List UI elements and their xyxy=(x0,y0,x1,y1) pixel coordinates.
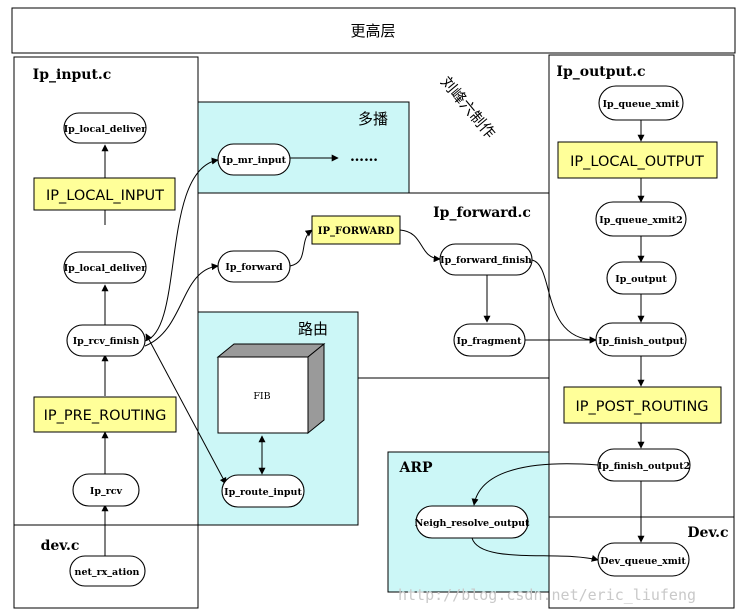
ip-input-label: Ip_input.c xyxy=(33,67,112,83)
svg-text:Ip_forward_finish: Ip_forward_finish xyxy=(440,255,532,266)
hook-ip-pre-routing: IP_PRE_ROUTING xyxy=(33,396,177,433)
routing-label: 路由 xyxy=(298,320,328,338)
node-ip-fragment: Ip_fragment xyxy=(453,323,526,357)
fib-label: FIB xyxy=(253,391,270,402)
ellipsis-label: …… xyxy=(350,149,378,165)
svg-text:Ip_local_deliver: Ip_local_deliver xyxy=(64,263,148,274)
svg-text:Ip_finish_output2: Ip_finish_output2 xyxy=(598,461,690,472)
svg-text:IP_LOCAL_INPUT: IP_LOCAL_INPUT xyxy=(46,188,164,204)
hook-ip-forward: IP_FORWARD xyxy=(311,215,401,245)
svg-text:IP_PRE_ROUTING: IP_PRE_ROUTING xyxy=(44,408,167,424)
node-ip-mr-input: Ip_mr_input xyxy=(217,143,291,176)
svg-text:Ip_route_input: Ip_route_input xyxy=(224,487,302,498)
svg-text:Ip_output: Ip_output xyxy=(615,274,667,285)
node-ip-queue-xmit: Ip_queue_xmit xyxy=(598,85,684,121)
dev-c-left-region xyxy=(13,524,199,609)
author-label: 刘峰六制作 xyxy=(437,73,499,142)
svg-text:IP_LOCAL_OUTPUT: IP_LOCAL_OUTPUT xyxy=(570,154,704,170)
svg-text:IP_POST_ROUTING: IP_POST_ROUTING xyxy=(575,399,708,415)
svg-text:Dev_queue_xmit: Dev_queue_xmit xyxy=(600,556,686,567)
svg-text:Ip_queue_xmit2: Ip_queue_xmit2 xyxy=(599,215,682,226)
svg-text:IP_FORWARD: IP_FORWARD xyxy=(318,226,395,237)
hook-ip-post-routing: IP_POST_ROUTING xyxy=(563,386,722,424)
node-ip-forward-finish: Ip_forward_finish xyxy=(439,243,533,276)
node-ip-local-deliver: Ip_local_deliver xyxy=(63,251,148,284)
higher-layer-label: 更高层 xyxy=(350,22,395,40)
node-ip-output: Ip_output xyxy=(606,261,677,295)
svg-text:Ip_finish_output: Ip_finish_output xyxy=(598,336,684,347)
node-ip-forward: Ip_forward xyxy=(217,250,291,283)
svg-text:Ip_rcv_finish: Ip_rcv_finish xyxy=(73,336,140,347)
hook-ip-local-output: IP_LOCAL_OUTPUT xyxy=(557,141,718,179)
node-ip-rcv-finish: Ip_rcv_finish xyxy=(66,324,146,357)
ip-forward-c-label: Ip_forward.c xyxy=(433,205,531,221)
node-ip-finish-output: Ip_finish_output xyxy=(595,322,687,357)
dev-c-left-label: dev.c xyxy=(41,538,80,554)
node-ip-rcv: Ip_rcv xyxy=(72,473,140,507)
svg-text:net_rx_ation: net_rx_ation xyxy=(75,567,140,578)
node-ip-route-input: Ip_route_input xyxy=(221,474,305,508)
svg-text:Ip_rcv: Ip_rcv xyxy=(90,486,123,497)
higher-layer-box xyxy=(11,7,736,54)
node-dev-queue-xmit: Dev_queue_xmit xyxy=(597,542,690,577)
connections xyxy=(101,120,645,562)
svg-text:Ip_forward: Ip_forward xyxy=(225,262,283,273)
svg-text:Ip_mr_input: Ip_mr_input xyxy=(222,155,287,166)
node-neigh-resolve-output: Neigh_resolve_output xyxy=(415,505,530,539)
svg-text:Neigh_resolve_output: Neigh_resolve_output xyxy=(415,518,530,529)
node-ip-finish-output2: Ip_finish_output2 xyxy=(597,448,691,482)
multicast-label: 多播 xyxy=(358,110,388,128)
svg-text:Ip_queue_xmit: Ip_queue_xmit xyxy=(603,99,680,110)
node-ip-queue-xmit2: Ip_queue_xmit2 xyxy=(595,201,687,237)
ip-output-label: Ip_output.c xyxy=(556,64,645,80)
fib-table-cube: FIB xyxy=(216,342,326,435)
arp-label: ARP xyxy=(398,460,432,476)
watermark-text: http://blog.csdn.net/eric_liufeng xyxy=(398,586,696,604)
node-ip-local-deliver-top: Ip_local_deliver xyxy=(63,112,148,144)
svg-text:Ip_fragment: Ip_fragment xyxy=(456,336,522,347)
svg-text:Ip_local_deliver: Ip_local_deliver xyxy=(64,124,148,135)
hook-ip-local-input: IP_LOCAL_INPUT xyxy=(33,177,176,211)
node-net-rx-action: net_rx_ation xyxy=(69,555,146,587)
dev-c-right-label: Dev.c xyxy=(687,525,728,541)
